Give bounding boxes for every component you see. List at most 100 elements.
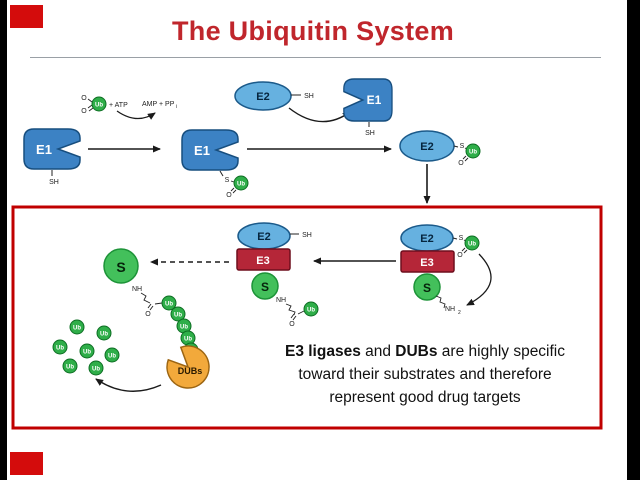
bond — [149, 305, 154, 311]
substrate-label: S — [261, 280, 269, 294]
ub-label: Ub — [237, 182, 245, 188]
ub-circle — [79, 343, 95, 359]
letterbox-left — [0, 0, 7, 480]
bond — [463, 249, 468, 254]
ub-circle — [96, 325, 112, 341]
ub-circle — [69, 319, 85, 335]
lysine-squiggle — [435, 295, 446, 309]
ub-circle — [161, 295, 177, 311]
ub-label: Ub — [73, 326, 81, 332]
ub-label: Ub — [100, 332, 108, 338]
dubs-enzyme: DUBs — [166, 345, 210, 389]
bond — [87, 98, 93, 103]
bond — [452, 237, 458, 240]
ub-label: Ub — [83, 350, 91, 356]
oxygen-label: O — [81, 95, 87, 102]
e3-label: E3 — [420, 257, 433, 269]
caption-bold-e3-ligases: E3 ligases — [284, 343, 361, 360]
ub-label: Ub — [468, 242, 476, 248]
nh2-subscript: 2 — [458, 310, 461, 316]
sh-label: SH — [49, 179, 59, 186]
dubs-label: DUBs — [178, 366, 203, 376]
e1-label: E1 — [194, 143, 210, 158]
letterbox-right — [627, 0, 640, 480]
oxygen-label: O — [457, 252, 463, 259]
ub-circle — [233, 175, 249, 191]
e1-shape — [343, 78, 393, 122]
arrow-ub-to-lysine — [466, 253, 492, 306]
substrate-label: S — [116, 259, 125, 275]
e1-enzyme-2: E1 S Ub O — [181, 129, 249, 199]
title-underline — [30, 57, 601, 58]
bond — [461, 247, 466, 252]
ub-circle — [465, 143, 481, 159]
e1-shape — [181, 129, 239, 171]
sh-label: SH — [304, 93, 314, 100]
caption-line-1: E3 ligases and DUBs are highly specific — [250, 340, 600, 363]
sulfur-label: S — [459, 235, 464, 242]
oxygen-label: O — [145, 311, 151, 318]
substrate-circle — [413, 273, 441, 301]
bond — [232, 189, 237, 194]
ub-label: Ub — [95, 103, 103, 109]
e3-complex-left: E2 SH E3 S NH O Ub — [236, 222, 319, 328]
e2-enzyme-top: E2 SH — [234, 81, 314, 111]
dubs-shape — [166, 345, 210, 389]
substrate-circle — [251, 272, 279, 300]
oxygen-label: O — [226, 192, 232, 199]
accent-square-top — [10, 5, 43, 28]
bond — [147, 303, 152, 309]
e2-label: E2 — [257, 231, 270, 243]
bond — [230, 187, 235, 192]
ub-label: Ub — [66, 365, 74, 371]
ub-circle — [52, 339, 68, 355]
sulfur-label: S — [460, 143, 465, 150]
free-ubiquitin-pool: Ub Ub Ub Ub Ub Ub Ub — [52, 319, 120, 376]
sh-label: SH — [365, 130, 375, 137]
accent-square-bottom — [10, 452, 43, 475]
caption-line-3: represent good drug targets — [329, 389, 521, 406]
nh-label: NH — [276, 297, 286, 304]
ub-label: Ub — [108, 354, 116, 360]
sh-label: SH — [302, 232, 312, 239]
e3-shape — [236, 248, 291, 271]
e2-label: E2 — [420, 233, 433, 245]
lysine-squiggle — [285, 303, 296, 316]
bond — [88, 107, 94, 112]
caption-text: are highly specific — [437, 343, 566, 360]
oxygen-label: O — [289, 321, 295, 328]
ub-label: Ub — [184, 337, 192, 343]
e2-shape — [234, 81, 292, 111]
ub-circle — [88, 360, 104, 376]
amp-ppi-subscript: i — [176, 104, 177, 110]
ub-label: Ub — [307, 308, 315, 314]
atp-reaction-arrow — [116, 110, 156, 120]
ub-circle — [104, 347, 120, 363]
arrow-e2-to-e1 — [288, 107, 351, 123]
e1-enzyme-1: E1 SH — [23, 128, 81, 186]
e3-complex-right: E2 S Ub O E3 S NH 2 — [400, 224, 492, 316]
nh-label: NH — [445, 306, 455, 313]
ub-circle — [91, 96, 107, 112]
e1-shape — [23, 128, 81, 170]
lysine-squiggle — [140, 292, 151, 304]
ub-label: Ub — [56, 346, 64, 352]
caption: E3 ligases and DUBs are highly specific … — [250, 340, 600, 409]
e3-label: E3 — [256, 255, 269, 267]
ub-label: Ub — [180, 325, 188, 331]
bond — [464, 157, 469, 162]
caption-text: and — [360, 343, 396, 360]
ub-label: Ub — [165, 302, 173, 308]
page-title: The Ubiquitin System — [171, 16, 455, 46]
polyubiquitinated-substrate: S NH O Ub Ub Ub Ub Ub — [103, 248, 199, 358]
ub-circle — [170, 306, 186, 322]
amp-ppi-label: AMP + PP — [142, 101, 175, 108]
ub-label: Ub — [174, 313, 182, 319]
oxygen-label: O — [81, 108, 87, 115]
sulfur-label: S — [225, 177, 230, 184]
nh-label: NH — [132, 286, 142, 293]
oxygen-label: O — [458, 160, 464, 167]
e1-label: E1 — [367, 93, 382, 107]
